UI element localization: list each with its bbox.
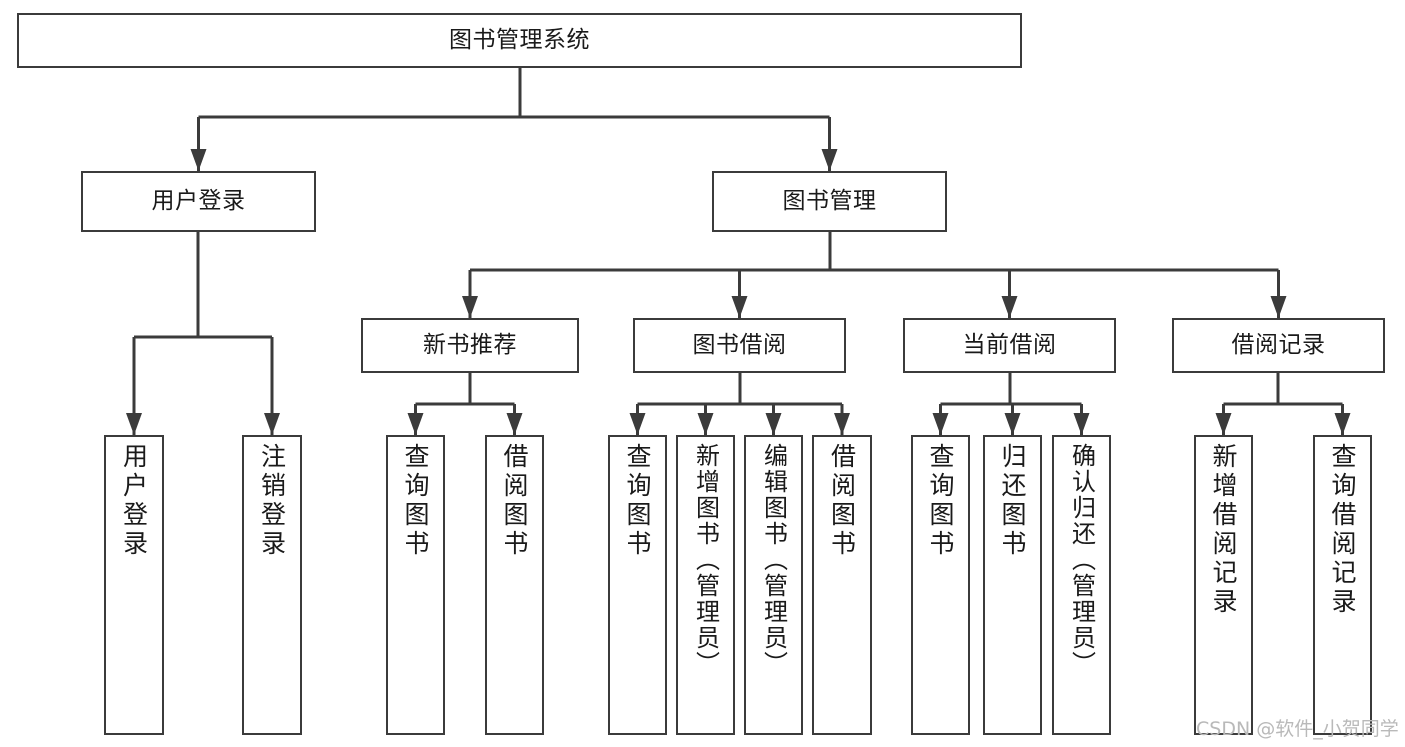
- node-label: 当前借阅: [962, 331, 1057, 358]
- node-label: 新增借阅记录: [1209, 443, 1238, 617]
- arrowhead-current-borrow: [1001, 296, 1018, 318]
- arrowhead-book-borrow: [731, 296, 748, 318]
- node-label: 归还图书: [998, 443, 1027, 559]
- node-label: 借阅图书: [500, 443, 529, 559]
- node-label: 用户登录: [151, 187, 246, 214]
- node-leaf-add-book[interactable]: 新增图书（管理员）: [676, 435, 735, 735]
- node-label: 图书借阅: [692, 331, 787, 358]
- node-label: 图书管理系统: [449, 26, 590, 53]
- arrowhead-leaf-add-borrow-record: [1215, 413, 1232, 435]
- node-label: 编辑图书（管理员）: [759, 443, 788, 677]
- node-leaf-query-book-current[interactable]: 查询图书: [911, 435, 970, 735]
- node-leaf-user-login[interactable]: 用户登录: [104, 435, 164, 735]
- node-leaf-query-book-borrow[interactable]: 查询图书: [608, 435, 667, 735]
- node-leaf-query-borrow-record[interactable]: 查询借阅记录: [1313, 435, 1372, 735]
- arrowhead-leaf-query-book-rec: [407, 413, 424, 435]
- arrowhead-leaf-edit-book: [765, 413, 782, 435]
- node-label: 查询图书: [926, 443, 955, 559]
- arrowhead-leaf-query-book-current: [932, 413, 949, 435]
- node-leaf-edit-book[interactable]: 编辑图书（管理员）: [744, 435, 803, 735]
- node-borrow-record[interactable]: 借阅记录: [1172, 318, 1385, 373]
- node-leaf-query-book-rec[interactable]: 查询图书: [386, 435, 445, 735]
- node-leaf-borrow-book-rec[interactable]: 借阅图书: [485, 435, 544, 735]
- node-current-borrow[interactable]: 当前借阅: [903, 318, 1116, 373]
- arrowhead-book-manage: [821, 149, 838, 171]
- node-leaf-logout[interactable]: 注销登录: [242, 435, 302, 735]
- arrowhead-leaf-borrow-book-rec: [506, 413, 523, 435]
- node-label: 新书推荐: [423, 331, 517, 358]
- node-label: 查询图书: [623, 443, 652, 559]
- node-leaf-add-borrow-record[interactable]: 新增借阅记录: [1194, 435, 1253, 735]
- node-leaf-borrow-book[interactable]: 借阅图书: [812, 435, 872, 735]
- node-label: 新增图书（管理员）: [691, 443, 720, 677]
- arrowhead-leaf-return-book: [1004, 413, 1021, 435]
- node-label: 查询借阅记录: [1328, 443, 1357, 617]
- node-book-borrow[interactable]: 图书借阅: [633, 318, 846, 373]
- arrowhead-leaf-logout: [264, 413, 280, 435]
- node-book-manage[interactable]: 图书管理: [712, 171, 947, 232]
- node-label: 借阅图书: [827, 443, 857, 559]
- node-label: 图书管理: [782, 187, 877, 214]
- node-leaf-confirm-return[interactable]: 确认归还（管理员）: [1052, 435, 1111, 735]
- node-label: 用户登录: [119, 443, 149, 559]
- node-leaf-return-book[interactable]: 归还图书: [983, 435, 1042, 735]
- node-label: 借阅记录: [1231, 331, 1326, 358]
- node-label: 注销登录: [257, 443, 287, 559]
- node-new-book-recommend[interactable]: 新书推荐: [361, 318, 579, 373]
- arrowhead-leaf-confirm-return: [1073, 413, 1090, 435]
- csdn-watermark: CSDN @软件_小贺同学: [1196, 718, 1399, 740]
- arrowhead-new-book-recommend: [462, 296, 478, 318]
- arrowhead-user-login: [190, 149, 207, 171]
- arrowhead-borrow-record: [1270, 296, 1287, 318]
- arrowhead-leaf-add-book: [697, 413, 714, 435]
- arrowhead-leaf-user-login: [126, 413, 142, 435]
- arrowhead-leaf-borrow-book: [834, 413, 850, 435]
- node-user-login[interactable]: 用户登录: [81, 171, 316, 232]
- node-label: 查询图书: [401, 443, 430, 559]
- node-label: 确认归还（管理员）: [1067, 443, 1096, 677]
- arrowhead-leaf-query-book-borrow: [629, 413, 646, 435]
- arrowhead-leaf-query-borrow-record: [1334, 413, 1351, 435]
- node-root[interactable]: 图书管理系统: [17, 13, 1022, 68]
